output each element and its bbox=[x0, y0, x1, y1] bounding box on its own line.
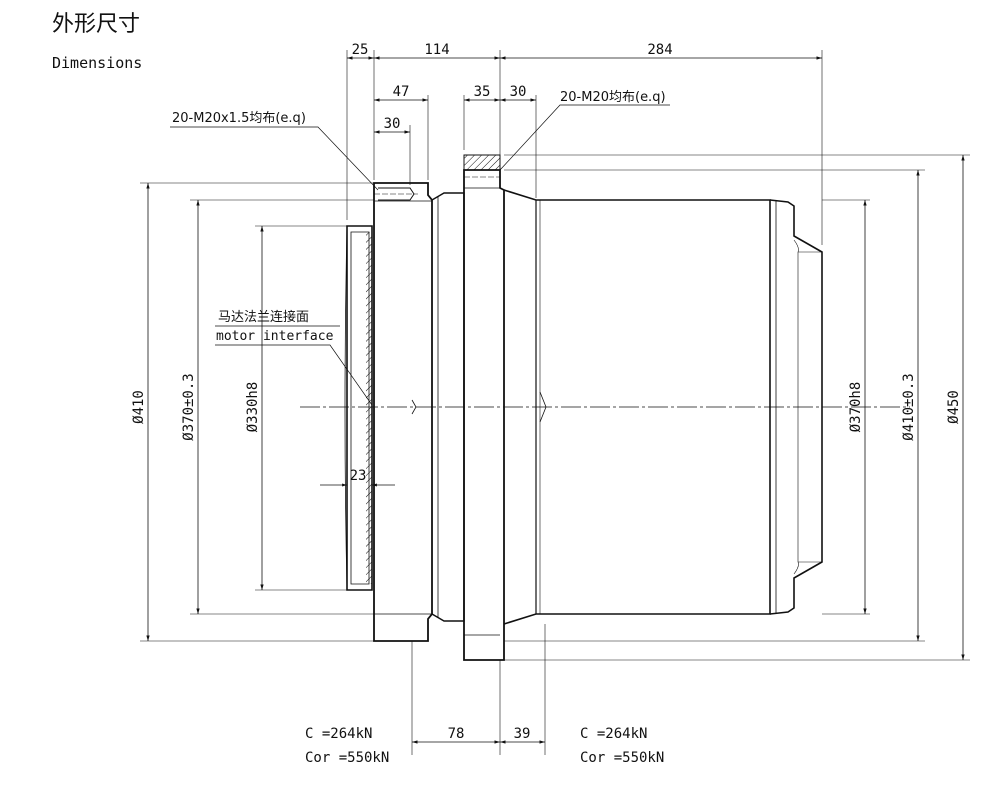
dim-d450: Ø450 bbox=[946, 390, 962, 424]
dim-47: 47 bbox=[393, 84, 410, 100]
dim-d370: Ø370±0.3 bbox=[181, 373, 197, 440]
thread-right-label: 20-M20均布(e.q) bbox=[560, 90, 666, 105]
dim-30-right: 30 bbox=[510, 84, 527, 100]
dim-d410b: Ø410±0.3 bbox=[901, 373, 917, 440]
motor-interface-plate bbox=[346, 225, 373, 591]
dim-39: 39 bbox=[514, 726, 531, 742]
housing-body bbox=[503, 189, 771, 625]
load-right-c: C =264kN bbox=[580, 726, 647, 742]
dim-d410: Ø410 bbox=[131, 390, 147, 424]
title-chinese: 外形尺寸 bbox=[52, 12, 141, 37]
dim-284: 284 bbox=[647, 42, 672, 58]
dim-78: 78 bbox=[448, 726, 465, 742]
dim-d330: Ø330h8 bbox=[245, 382, 261, 433]
dim-25: 25 bbox=[352, 42, 369, 58]
title-english: Dimensions bbox=[52, 54, 143, 72]
motor-interface-cn: 马达法兰连接面 bbox=[218, 309, 309, 325]
dim-35: 35 bbox=[474, 84, 491, 100]
left-flange bbox=[373, 182, 433, 642]
motor-interface-en: motor interface bbox=[216, 329, 334, 344]
load-right-cor: Cor =550kN bbox=[580, 750, 664, 766]
right-flange bbox=[463, 169, 505, 661]
thread-left-label: 20-M20x1.5均布(e.q) bbox=[172, 111, 306, 126]
load-left-cor: Cor =550kN bbox=[305, 750, 389, 766]
end-cap bbox=[769, 199, 823, 615]
dim-23: 23 bbox=[350, 468, 367, 484]
dim-d370h8: Ø370h8 bbox=[848, 382, 864, 433]
dim-30-left: 30 bbox=[384, 116, 401, 132]
right-bolt-hole-hatch bbox=[463, 154, 501, 171]
load-left-c: C =264kN bbox=[305, 726, 372, 742]
dim-114: 114 bbox=[424, 42, 449, 58]
